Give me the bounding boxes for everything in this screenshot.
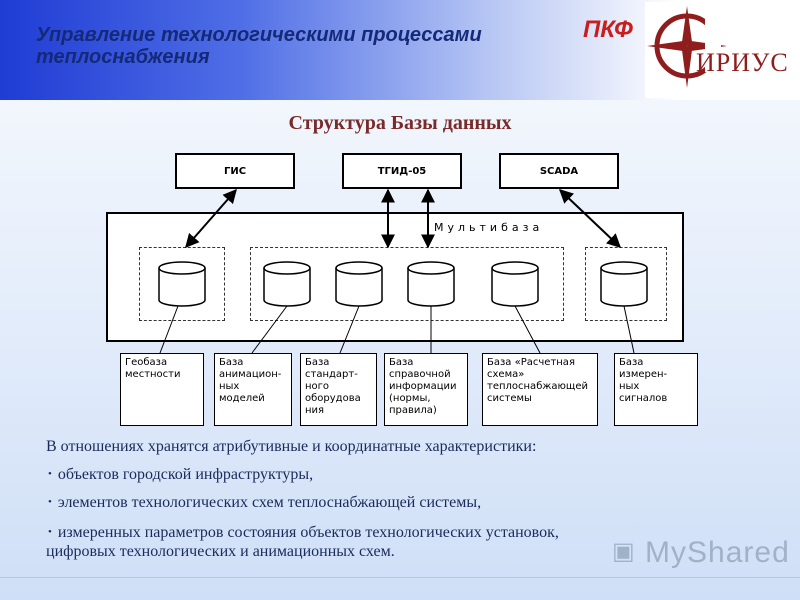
- diagram-title: Структура Базы данных: [288, 112, 512, 134]
- database-icon-1: [158, 261, 206, 307]
- database-icon-3: [335, 261, 383, 307]
- connector-6: [623, 305, 635, 354]
- box-signals-line: измерен-: [619, 369, 668, 380]
- box-standard-line: База: [305, 357, 330, 368]
- bullet-item: • измеренных параметров состояния объекто…: [48, 524, 559, 542]
- box-animation-line: База: [219, 357, 244, 368]
- box-standard-line: оборудова: [305, 393, 361, 404]
- compass-logo-icon: [647, 6, 727, 88]
- box-geobase-line: Геобаза: [125, 357, 168, 368]
- arrow-scada: [558, 189, 622, 248]
- box-calculation-line: База «Расчетная: [487, 357, 575, 368]
- group-gis: [139, 247, 225, 321]
- bullet-text: элементов технологических схем теплоснаб…: [57, 494, 482, 511]
- box-signals-line: сигналов: [619, 393, 668, 404]
- bullet-dot-icon: •: [48, 468, 52, 480]
- box-animation-line: анимацион-: [219, 369, 282, 380]
- box-scada: SCADA: [499, 153, 619, 189]
- header-title-line1: Управление технологическими процессами: [36, 24, 482, 46]
- bullet-item: • объектов городской инфраструктуры,: [48, 466, 313, 484]
- logo-text: ИРИУС: [696, 48, 789, 77]
- box-animation-line: моделей: [219, 393, 265, 404]
- box-reference-line: База: [389, 357, 414, 368]
- box-signals-line: ных: [619, 381, 640, 392]
- bottom-divider: [0, 577, 800, 578]
- box-standard-line: ного: [305, 381, 330, 392]
- connector-5: [514, 305, 541, 354]
- presentation-icon: ▣: [612, 538, 636, 565]
- connector-1: [159, 305, 179, 354]
- box-standard-line: ния: [305, 405, 325, 416]
- brand-pkf: ПКФ: [583, 16, 633, 43]
- bullet-dot-icon: •: [48, 496, 52, 508]
- header-title: Управление технологическими процессами т…: [36, 24, 482, 68]
- box-reference-line: справочной: [389, 369, 451, 380]
- box-standard-equipment: База стандарт- ного оборудова ния: [300, 353, 377, 426]
- box-signals-line: База: [619, 357, 644, 368]
- box-reference-line: информации: [389, 381, 457, 392]
- connector-2: [251, 305, 288, 354]
- intro-text: В отношениях хранятся атрибутивные и коо…: [46, 438, 537, 455]
- group-scada: [585, 247, 667, 321]
- connector-3: [339, 305, 360, 354]
- box-geobase: Геобаза местности: [120, 353, 204, 426]
- box-reference-line: правила): [389, 405, 437, 416]
- database-icon-5: [491, 261, 539, 307]
- bullet-dot-icon: •: [48, 526, 52, 538]
- continuation-text: цифровых технологических и анимационных …: [46, 543, 395, 560]
- box-calculation-line: схема»: [487, 369, 525, 380]
- company-logo: [645, 2, 795, 98]
- box-standard-line: стандарт-: [305, 369, 358, 380]
- bullet-item: • элементов технологических схем теплосна…: [48, 494, 481, 512]
- box-calculation-scheme: База «Расчетная схема» теплоснабжающей с…: [482, 353, 598, 426]
- box-gis: ГИС: [175, 153, 295, 189]
- box-geobase-line: местности: [125, 369, 181, 380]
- box-calculation-line: теплоснабжающей: [487, 381, 588, 392]
- database-icon-2: [263, 261, 311, 307]
- database-icon-6: [600, 261, 648, 307]
- box-reference-line: (нормы,: [389, 393, 431, 404]
- arrow-gis: [185, 188, 237, 249]
- multibase-label: Мультибаза: [434, 221, 544, 234]
- watermark-text: MyShared: [645, 536, 790, 569]
- box-tgid: ТГИД-05: [342, 153, 462, 189]
- watermark: ▣ MyShared: [612, 536, 790, 570]
- box-measured-signals: База измерен- ных сигналов: [614, 353, 698, 426]
- box-reference-info: База справочной информации (нормы, прави…: [384, 353, 468, 426]
- database-icon-4: [407, 261, 455, 307]
- bullet-text: измеренных параметров состояния объектов…: [57, 524, 559, 541]
- box-calculation-line: системы: [487, 393, 532, 404]
- header-title-line2: теплоснабжения: [36, 46, 210, 68]
- box-animation-models: База анимацион- ных моделей: [214, 353, 292, 426]
- box-animation-line: ных: [219, 381, 240, 392]
- bullet-text: объектов городской инфраструктуры,: [57, 466, 314, 483]
- group-tgid: [250, 247, 564, 321]
